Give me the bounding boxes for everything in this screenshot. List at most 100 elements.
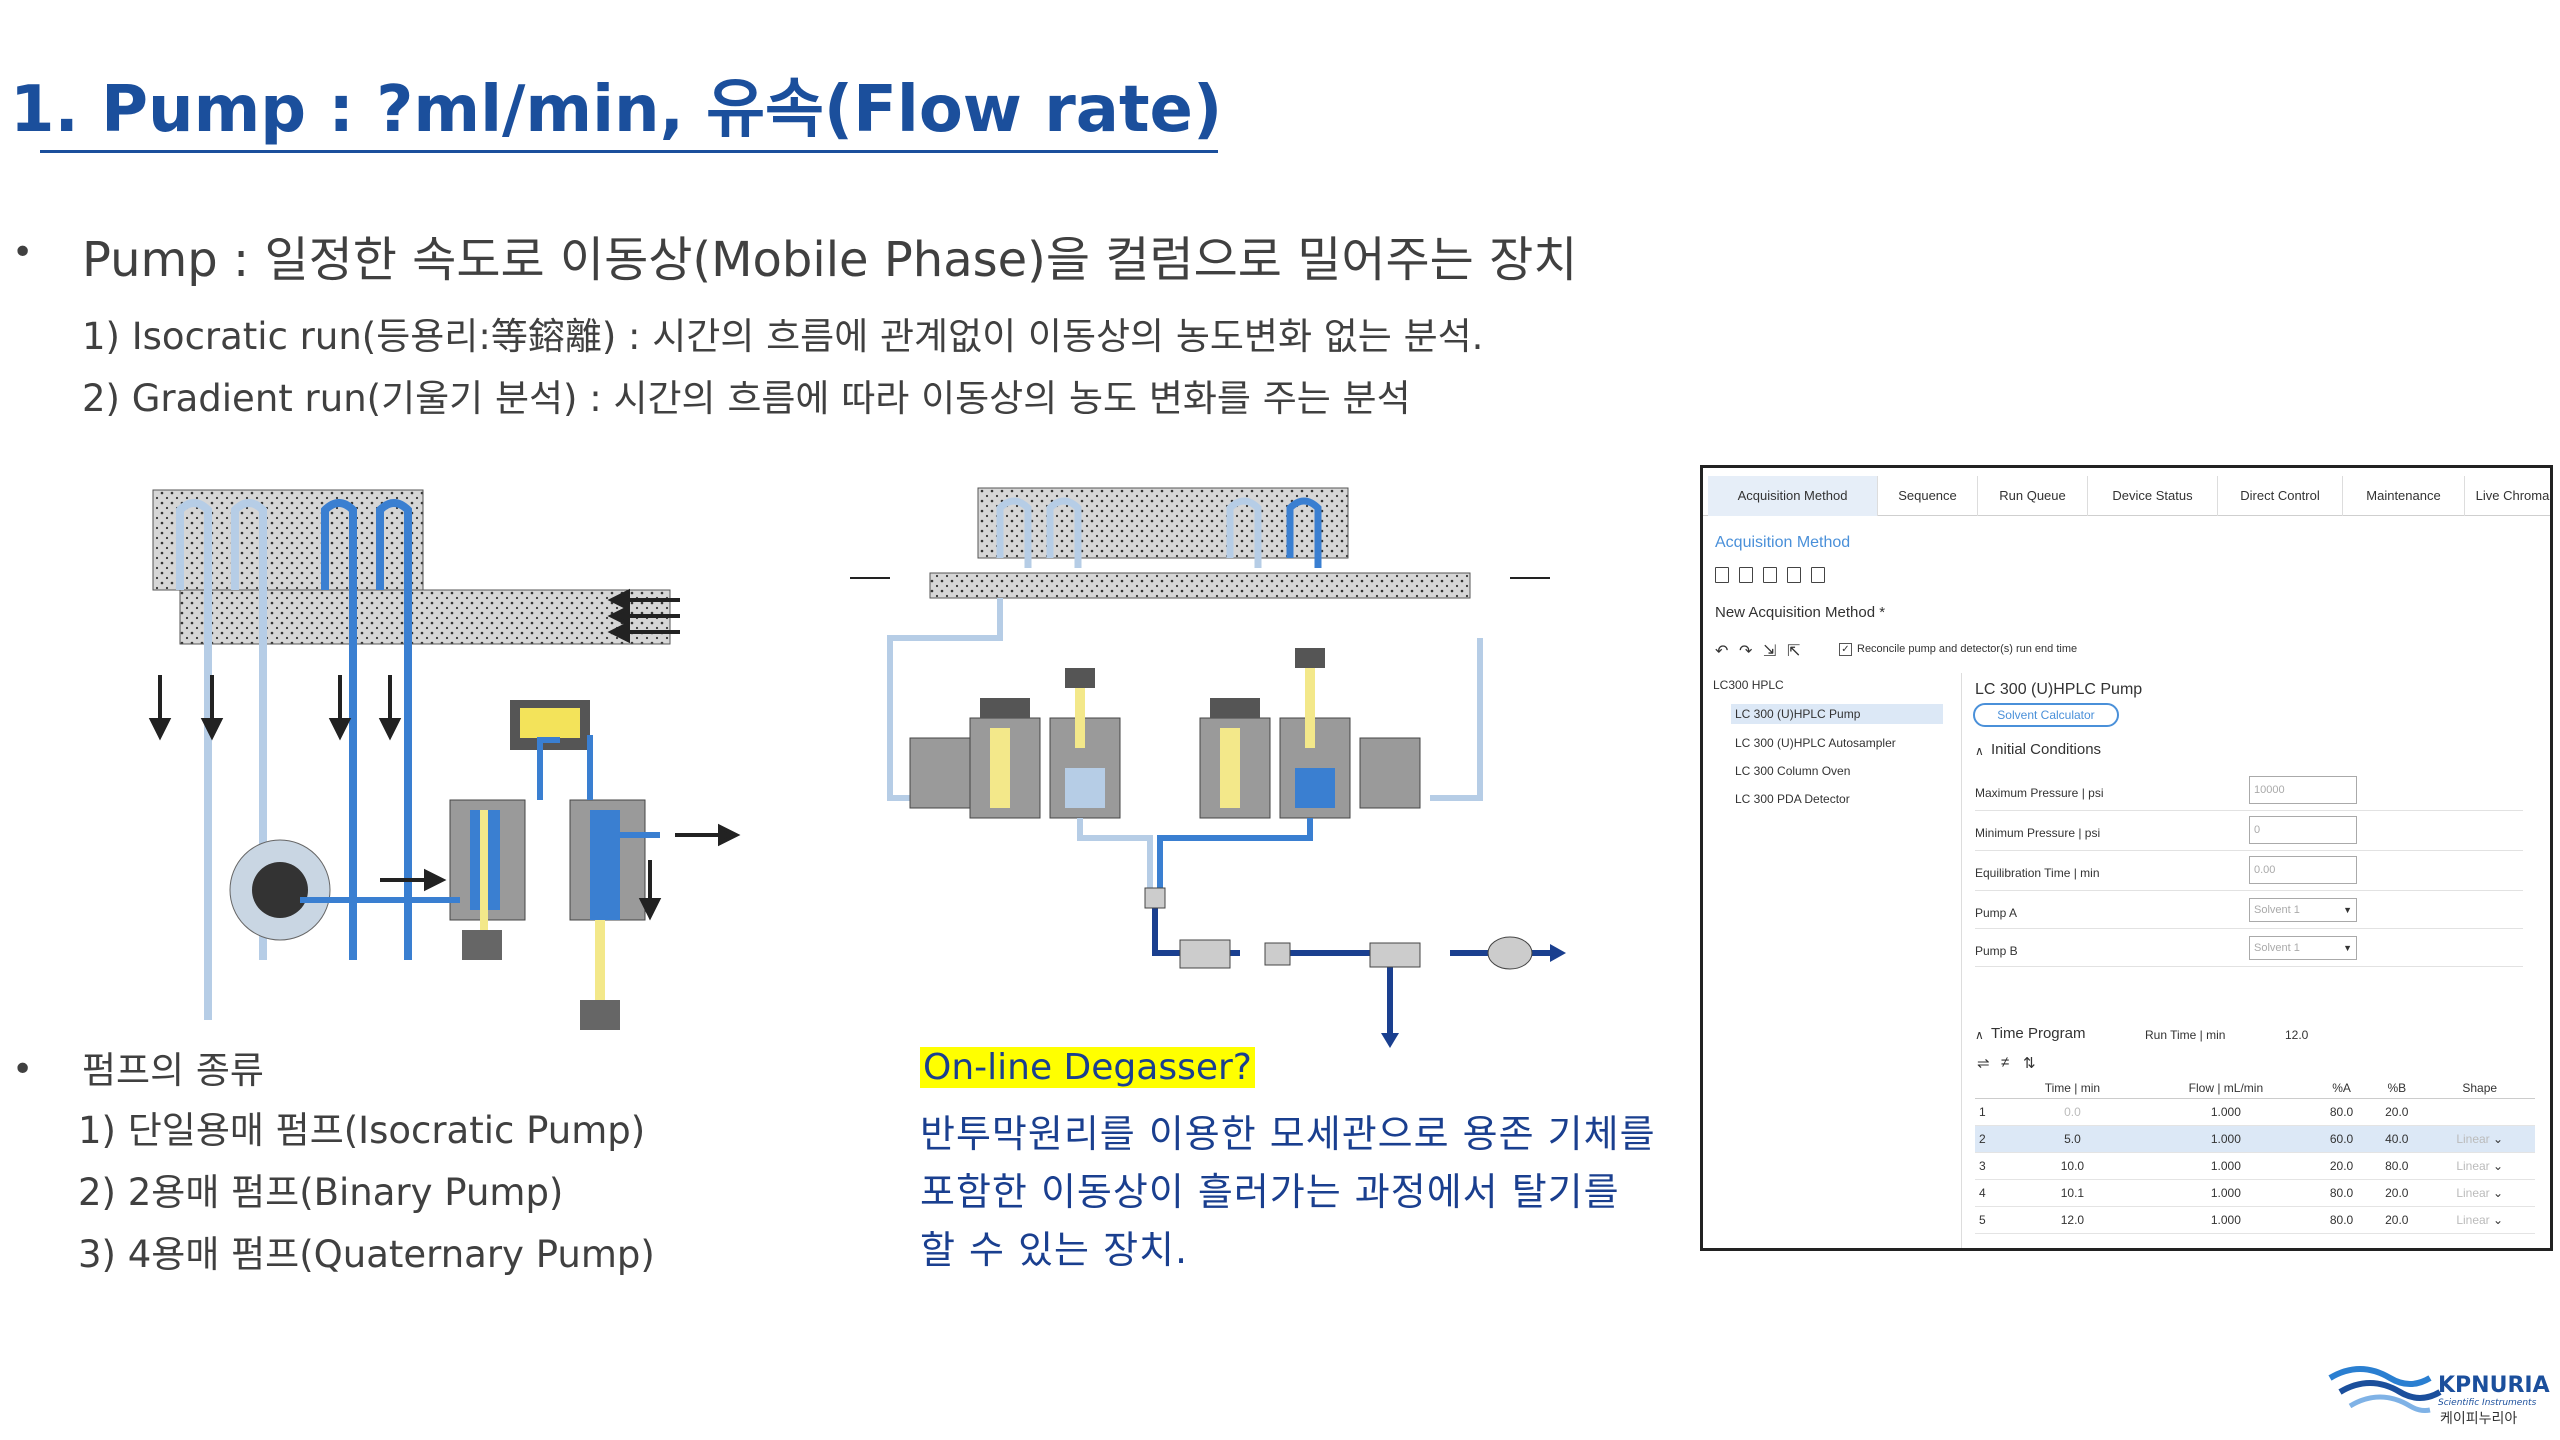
dropdown-caret-icon: ▼ [2343, 943, 2352, 953]
shape-value: Linear [2456, 1185, 2490, 1200]
tab-sequence[interactable]: Sequence [1878, 476, 1978, 516]
table-header: Shape [2424, 1078, 2535, 1099]
table-cell[interactable]: 1.000 [2137, 1098, 2314, 1126]
chevron-down-icon[interactable]: ⌄ [2493, 1185, 2504, 1200]
min-pressure-input[interactable]: 0 [2249, 816, 2357, 844]
tab-direct-control[interactable]: Direct Control [2218, 476, 2343, 516]
table-row[interactable]: 1 0.0 1.000 80.0 20.0 [1975, 1098, 2535, 1126]
panel-divider [1961, 673, 1962, 1248]
pump-b-value: Solvent 1 [2254, 942, 2300, 954]
export-icon[interactable]: ⇱ [1787, 643, 1801, 660]
pump-type-item: 1) 단일용매 펌프(Isocratic Pump) [78, 1109, 646, 1152]
field-label: Pump B [1975, 944, 2018, 958]
bullet-dot: • [12, 232, 34, 273]
table-cell[interactable]: Linear ⌄ [2424, 1125, 2535, 1153]
table-cell[interactable]: Linear ⌄ [2424, 1206, 2535, 1234]
table-row[interactable]: 5 12.0 1.000 80.0 20.0 Linear ⌄ [1975, 1206, 2535, 1234]
table-cell[interactable]: 60.0 [2313, 1125, 2370, 1153]
run-time-value[interactable]: 12.0 [2285, 1028, 2309, 1042]
degasser-title: On-line Degasser? [920, 1047, 1255, 1088]
table-cell[interactable]: 1.000 [2137, 1125, 2314, 1153]
shape-value: Linear [2456, 1158, 2490, 1173]
table-header: %B [2369, 1078, 2425, 1099]
tab-maintenance[interactable]: Maintenance [2343, 476, 2465, 516]
table-cell[interactable]: 80.0 [2313, 1206, 2370, 1234]
table-cell[interactable]: 1.000 [2137, 1152, 2314, 1180]
tree-item-pump[interactable]: LC 300 (U)HPLC Pump [1731, 704, 1943, 724]
print-icon[interactable] [1811, 567, 1825, 583]
redo-icon[interactable]: ↷ [1739, 643, 1753, 660]
table-cell[interactable]: Linear ⌄ [2424, 1152, 2535, 1180]
tab-live-chroma[interactable]: Live Chroma [2475, 488, 2550, 503]
delete-row-icon[interactable]: ≠ [2001, 1054, 2010, 1071]
logo-korean: 케이피누리아 [2440, 1411, 2518, 1427]
field-divider [1975, 810, 2523, 811]
chevron-down-icon[interactable]: ⌄ [2493, 1212, 2504, 1227]
new-file-icon[interactable] [1715, 567, 1729, 583]
table-cell: 5 [1975, 1206, 2007, 1234]
software-screenshot: Acquisition Method Sequence Run Queue De… [1700, 465, 2553, 1251]
table-cell[interactable]: 20.0 [2313, 1152, 2370, 1180]
table-cell[interactable]: 1.000 [2137, 1179, 2314, 1207]
reconcile-label: Reconcile pump and detector(s) run end t… [1857, 643, 2078, 655]
table-cell[interactable]: 40.0 [2369, 1125, 2425, 1153]
undo-icon[interactable]: ↶ [1715, 643, 1729, 660]
table-cell[interactable]: 12.0 [2007, 1206, 2138, 1234]
reconcile-checkbox[interactable]: ✓ [1839, 643, 1852, 656]
save-as-icon[interactable] [1787, 567, 1801, 583]
tab-device-status[interactable]: Device Status [2088, 476, 2218, 516]
chevron-down-icon[interactable]: ⌄ [2493, 1131, 2504, 1146]
pump-type-item: 3) 4용매 펌프(Quaternary Pump) [78, 1233, 655, 1276]
degasser-line: 할 수 있는 장치. [920, 1228, 1189, 1272]
field-label: Equilibration Time | min [1975, 866, 2100, 880]
slide-title: 1. Pump : ?ml/min, 유속(Flow rate) [10, 73, 1223, 147]
table-row[interactable]: 3 10.0 1.000 20.0 80.0 Linear ⌄ [1975, 1152, 2535, 1180]
table-cell[interactable]: 20.0 [2369, 1206, 2425, 1234]
run-time-label: Run Time | min [2145, 1028, 2226, 1042]
table-cell[interactable]: 0.0 [2007, 1098, 2138, 1126]
tree-item-pda-detector[interactable]: LC 300 PDA Detector [1735, 792, 1850, 806]
sub-gradient-run: 2) Gradient run(기울기 분석) : 시간의 흐름에 따라 이동상… [82, 377, 1411, 420]
table-cell[interactable]: Linear ⌄ [2424, 1179, 2535, 1207]
tab-run-queue[interactable]: Run Queue [1978, 476, 2088, 516]
tree-item-autosampler[interactable]: LC 300 (U)HPLC Autosampler [1735, 736, 1896, 750]
table-cell[interactable]: 10.0 [2007, 1152, 2138, 1180]
pump-a-select[interactable]: Solvent 1 ▼ [2249, 898, 2357, 922]
table-cell[interactable]: 80.0 [2369, 1152, 2425, 1180]
collapse-chevron-icon[interactable]: ∧ [1975, 1028, 1984, 1042]
add-row-icon[interactable]: ⇌ [1977, 1055, 1990, 1072]
title-underline [40, 150, 1218, 153]
table-cell[interactable]: 80.0 [2313, 1098, 2370, 1126]
degasser-line: 포함한 이동상이 흘러가는 과정에서 탈기를 [920, 1170, 1620, 1214]
table-cell[interactable]: 20.0 [2369, 1179, 2425, 1207]
table-cell[interactable]: 20.0 [2369, 1098, 2425, 1126]
dropdown-caret-icon: ▼ [2343, 905, 2352, 915]
table-cell[interactable]: 5.0 [2007, 1125, 2138, 1153]
pump-a-value: Solvent 1 [2254, 904, 2300, 916]
tree-root[interactable]: LC300 HPLC [1713, 678, 1784, 692]
pump-b-select[interactable]: Solvent 1 ▼ [2249, 936, 2357, 960]
collapse-chevron-icon[interactable]: ∧ [1975, 744, 1984, 758]
chevron-down-icon[interactable]: ⌄ [2493, 1158, 2504, 1173]
table-row[interactable]: 4 10.1 1.000 80.0 20.0 Linear ⌄ [1975, 1179, 2535, 1207]
table-cell[interactable]: 80.0 [2313, 1179, 2370, 1207]
table-header: Flow | mL/min [2137, 1078, 2314, 1099]
tab-acquisition-method[interactable]: Acquisition Method [1708, 476, 1878, 516]
tree-item-column-oven[interactable]: LC 300 Column Oven [1735, 764, 1851, 778]
isocratic-pump-diagram [148, 489, 741, 1030]
open-folder-icon[interactable] [1739, 567, 1753, 583]
method-name: New Acquisition Method * [1715, 604, 1886, 621]
logo-name: KPNURIA [2438, 1373, 2550, 1398]
table-cell[interactable]: 10.1 [2007, 1179, 2138, 1207]
table-cell[interactable] [2424, 1098, 2535, 1126]
equilibration-time-input[interactable]: 0.00 [2249, 856, 2357, 884]
solvent-calculator-button[interactable]: Solvent Calculator [1973, 703, 2119, 727]
bullet-pump-types: 펌프의 종류 [82, 1049, 264, 1092]
import-icon[interactable]: ⇲ [1763, 643, 1777, 660]
sort-icon[interactable]: ⇅ [2023, 1055, 2036, 1072]
max-pressure-input[interactable]: 10000 [2249, 776, 2357, 804]
save-icon[interactable] [1763, 567, 1777, 583]
table-cell[interactable]: 1.000 [2137, 1206, 2314, 1234]
sub-isocratic-run: 1) Isocratic run(등용리:等鎔離) : 시간의 흐름에 관계없이… [82, 315, 1484, 358]
table-row[interactable]: 2 5.0 1.000 60.0 40.0 Linear ⌄ [1975, 1125, 2535, 1153]
